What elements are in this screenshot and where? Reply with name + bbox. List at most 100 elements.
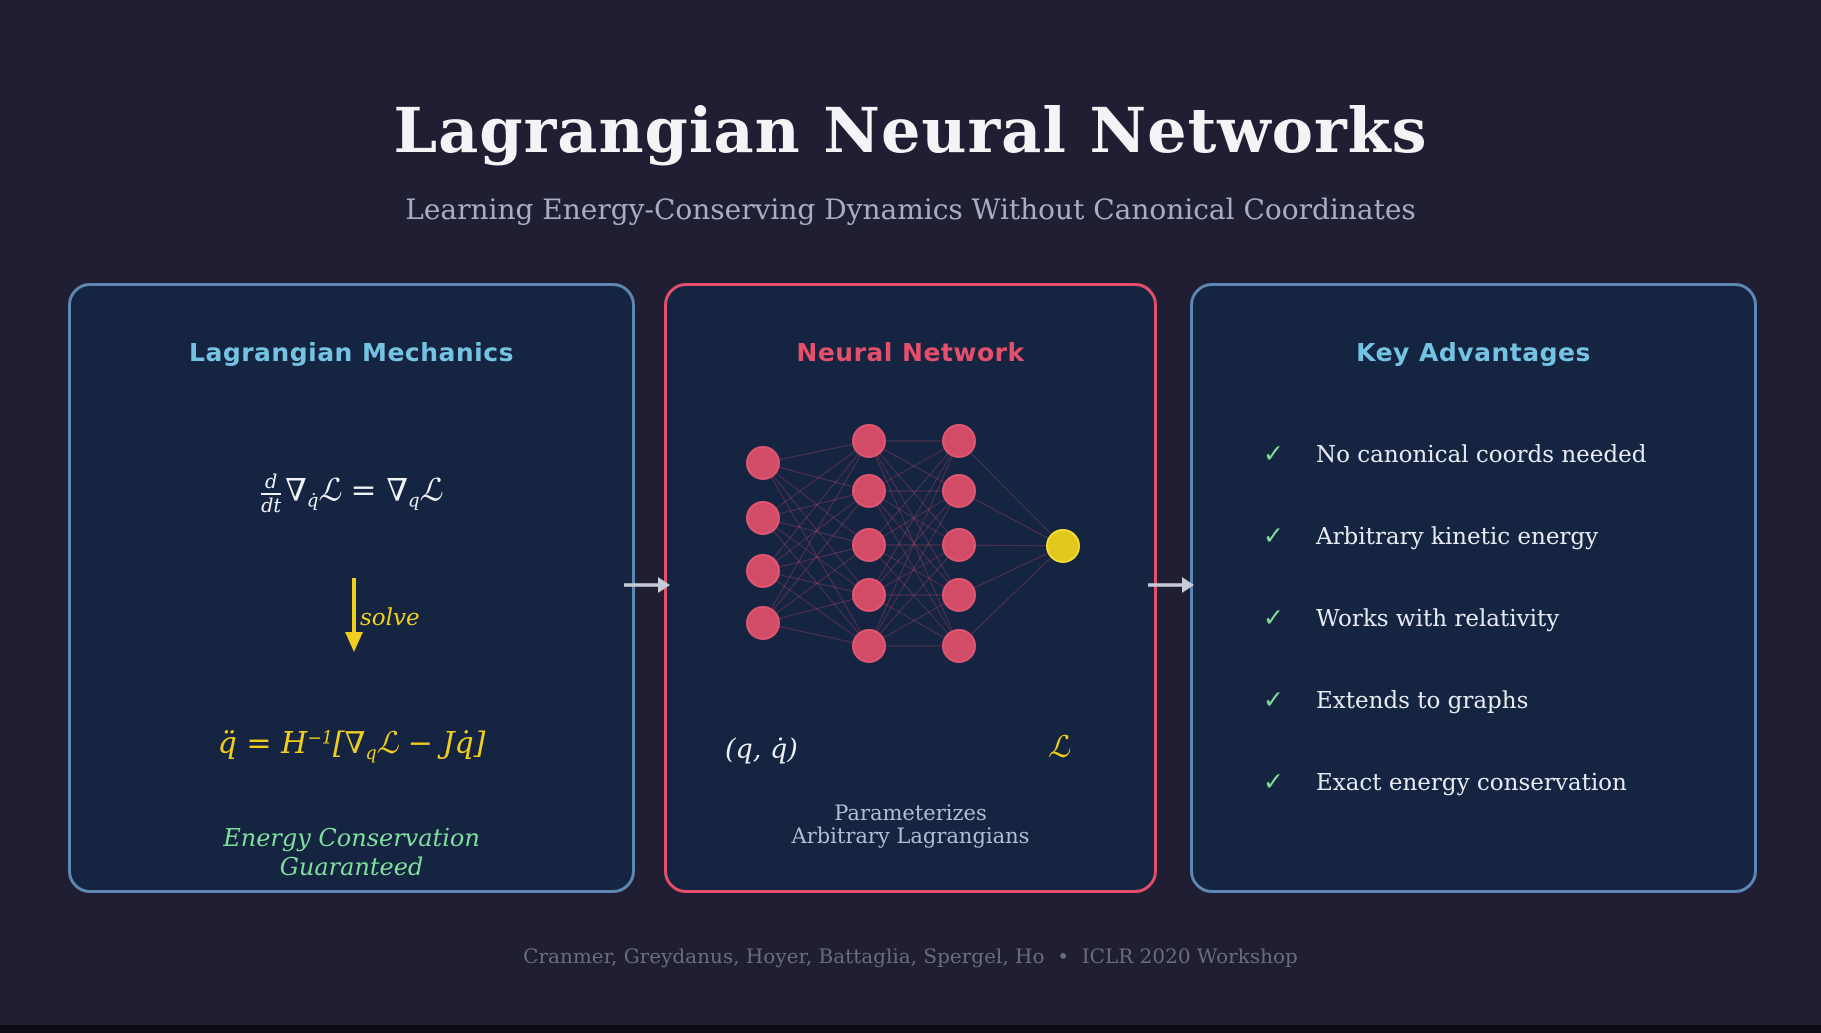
network-node <box>852 528 886 562</box>
network-edge <box>958 545 1064 596</box>
advantage-label: Works with relativity <box>1315 606 1560 632</box>
network-node <box>942 528 976 562</box>
network-output-label: ℒ <box>1048 730 1070 765</box>
network-edge <box>868 440 960 492</box>
advantage-item: ✓ No canonical coords needed <box>1263 439 1646 468</box>
acceleration-equation: q̈ = H−1[∇qℒ − Jq̇] <box>217 726 486 765</box>
network-edge <box>762 440 870 519</box>
network-edge <box>868 440 960 546</box>
network-edge <box>762 440 870 572</box>
network-edge <box>762 440 870 624</box>
network-edge <box>868 440 960 647</box>
advantage-label: Extends to graphs <box>1315 688 1529 714</box>
caption-line-1: Parameterizes <box>834 801 987 825</box>
network-node <box>942 578 976 612</box>
network-edge <box>762 544 870 572</box>
network-edge <box>868 440 960 546</box>
network-caption: Parameterizes Arbitrary Lagrangians <box>667 802 1154 848</box>
network-edge <box>868 594 960 647</box>
network-edge <box>868 440 960 647</box>
energy-conservation-note: Energy Conservation Guaranteed <box>71 824 632 882</box>
neural-network-diagram <box>746 424 1080 663</box>
network-edge <box>762 544 870 624</box>
network-edge <box>762 490 870 572</box>
caption-line-2: Arbitrary Lagrangians <box>791 824 1030 848</box>
panel-title-advantages: Key Advantages <box>1356 338 1591 367</box>
advantage-label: No canonical coords needed <box>1315 442 1647 468</box>
network-edge <box>958 545 1064 647</box>
network-edge <box>868 594 960 647</box>
network-edge <box>868 544 960 596</box>
network-edge <box>868 490 960 647</box>
advantage-item: ✓ Exact energy conservation <box>1263 767 1627 796</box>
network-node <box>746 606 780 640</box>
network-edge <box>762 440 870 464</box>
network-edge <box>868 490 960 596</box>
solve-label: solve <box>360 605 420 631</box>
network-edge <box>868 440 960 492</box>
network-node <box>746 501 780 535</box>
network-node <box>942 424 976 458</box>
network-node <box>852 474 886 508</box>
note-line-2: Guaranteed <box>279 853 424 881</box>
network-edge <box>762 490 870 519</box>
page-subtitle: Learning Energy-Conserving Dynamics With… <box>405 193 1416 226</box>
network-edge <box>762 570 870 647</box>
network-edge <box>868 440 960 596</box>
network-edge <box>868 490 960 647</box>
panel-title-mechanics: Lagrangian Mechanics <box>189 338 514 367</box>
network-node <box>942 629 976 663</box>
network-edge <box>958 440 1064 547</box>
network-edge <box>762 462 870 492</box>
advantage-item: ✓ Extends to graphs <box>1263 685 1528 714</box>
page-title: Lagrangian Neural Networks <box>393 94 1428 167</box>
network-edge <box>762 594 870 624</box>
network-edge <box>762 462 870 546</box>
solve-down-arrow-icon <box>345 578 363 652</box>
network-node <box>746 446 780 480</box>
network-node <box>852 629 886 663</box>
checkmark-icon: ✓ <box>1263 685 1284 714</box>
network-edge <box>762 517 870 546</box>
network-edge <box>868 490 960 546</box>
network-edge <box>762 462 870 596</box>
network-node <box>852 578 886 612</box>
checkmark-icon: ✓ <box>1263 767 1284 796</box>
network-node <box>852 424 886 458</box>
network-output-node <box>1046 529 1080 563</box>
network-edge <box>958 490 1064 547</box>
advantage-label: Arbitrary kinetic energy <box>1315 524 1599 550</box>
advantage-item: ✓ Works with relativity <box>1263 603 1559 632</box>
flow-arrow-middle-to-right-icon <box>1148 577 1194 593</box>
checkmark-icon: ✓ <box>1263 603 1284 632</box>
footer-credit: Cranmer, Greydanus, Hoyer, Battaglia, Sp… <box>523 944 1298 968</box>
network-edge <box>868 544 960 596</box>
network-node <box>942 474 976 508</box>
panel-neural-network: Neural Network (q, q̇) ℒ Parameterizes A… <box>664 283 1157 893</box>
network-edge <box>958 544 1064 547</box>
checkmark-icon: ✓ <box>1263 521 1284 550</box>
network-edge <box>868 490 960 546</box>
network-edge <box>868 544 960 647</box>
network-edge <box>868 490 960 596</box>
checkmark-icon: ✓ <box>1263 439 1284 468</box>
network-edge <box>762 517 870 596</box>
network-edge <box>762 490 870 624</box>
bottom-bar <box>0 1025 1821 1033</box>
network-edge <box>868 440 960 596</box>
advantage-item: ✓ Arbitrary kinetic energy <box>1263 521 1598 550</box>
note-line-1: Energy Conservation <box>223 824 480 852</box>
advantage-label: Exact energy conservation <box>1315 770 1627 796</box>
network-edge <box>762 517 870 647</box>
network-edge <box>762 462 870 647</box>
network-edge <box>868 544 960 647</box>
network-edge <box>762 570 870 596</box>
network-input-label: (q, q̇) <box>725 734 798 765</box>
network-edge <box>762 622 870 647</box>
panel-key-advantages: Key Advantages ✓ No canonical coords need… <box>1190 283 1757 893</box>
network-node <box>746 554 780 588</box>
